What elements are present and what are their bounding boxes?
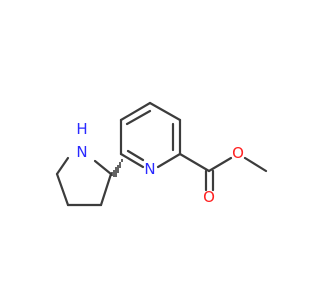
bond-c6-n bbox=[119, 152, 145, 169]
bond-carbonyl-c-o bbox=[207, 156, 233, 173]
hashed-wedge-bond bbox=[111, 159, 123, 177]
bond-nh-c2p bbox=[55, 156, 70, 176]
bond-n-c2 bbox=[156, 152, 182, 169]
bond-c2-carbonyl-c bbox=[178, 152, 211, 173]
bond-c4-c5 bbox=[119, 101, 152, 122]
pyridine-ring bbox=[119, 101, 182, 169]
bond-c3-c4 bbox=[148, 101, 182, 122]
pyrrolidine-n-label: N bbox=[76, 143, 87, 161]
double-bond-c4-c5-inner bbox=[125, 109, 152, 126]
atom-ester-o-carbonyl: O bbox=[203, 188, 215, 206]
bond-c4p-c5p bbox=[99, 172, 113, 207]
atom-pyrrolidine-nh: H N bbox=[76, 120, 87, 161]
molecule-structure: N H N O O bbox=[55, 101, 268, 207]
pyrrolidine-ring bbox=[55, 156, 113, 207]
bond-c5p-nh bbox=[93, 159, 113, 176]
pyridine-n-label: N bbox=[144, 160, 155, 178]
pyrrolidine-h-label: H bbox=[76, 120, 87, 138]
double-bond-c6-n-inner bbox=[126, 149, 145, 162]
atom-ester-o-single: O bbox=[232, 144, 244, 162]
ester-o-carbonyl-label: O bbox=[203, 188, 215, 206]
methyl-ester-group bbox=[178, 152, 268, 192]
bond-o-methyl bbox=[243, 156, 268, 173]
atom-pyridine-n: N bbox=[144, 160, 155, 178]
ester-o-single-label: O bbox=[232, 144, 244, 162]
bond-c2p-c3p bbox=[55, 172, 70, 207]
